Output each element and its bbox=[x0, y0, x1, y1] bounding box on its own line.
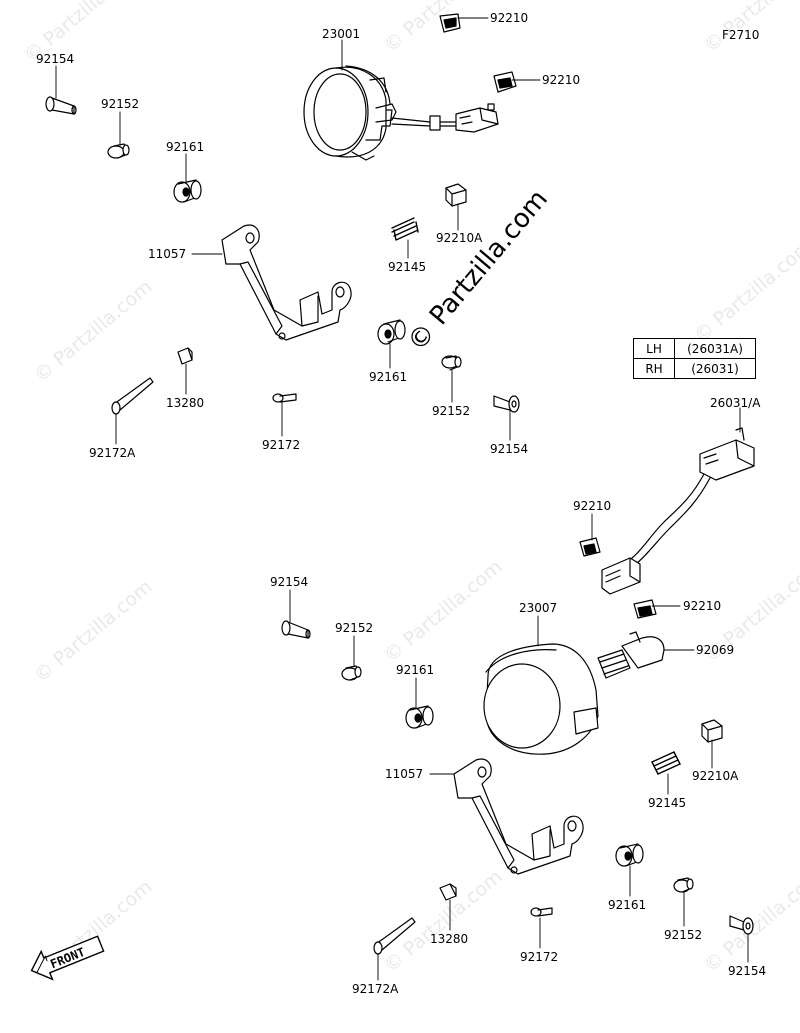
clip-92210-top[interactable] bbox=[439, 13, 461, 33]
legend-row: RH (26031) bbox=[633, 358, 756, 379]
callout-92172[interactable]: 92172 bbox=[262, 438, 301, 452]
callout-92172[interactable]: 92172 bbox=[520, 950, 559, 964]
block-13280-upper[interactable] bbox=[177, 347, 193, 365]
callout-13280[interactable]: 13280 bbox=[430, 932, 469, 946]
callout-92161[interactable]: 92161 bbox=[369, 370, 408, 384]
grommet-92161-middle[interactable] bbox=[377, 319, 406, 345]
bulb-92069[interactable] bbox=[597, 631, 665, 679]
collar-92152-lower-right[interactable] bbox=[673, 877, 694, 893]
callout-92210[interactable]: 92210 bbox=[542, 73, 581, 87]
callout-92161[interactable]: 92161 bbox=[396, 663, 435, 677]
block-13280-lower[interactable] bbox=[439, 883, 457, 901]
callout-92210A[interactable]: 92210A bbox=[692, 769, 739, 783]
callout-92152[interactable]: 92152 bbox=[664, 928, 703, 942]
callout-23001[interactable]: 23001 bbox=[322, 27, 361, 41]
bracket-11057-upper[interactable] bbox=[221, 224, 352, 341]
legend-side: LH bbox=[633, 338, 675, 359]
callout-92152[interactable]: 92152 bbox=[101, 97, 140, 111]
callout-92161[interactable]: 92161 bbox=[166, 140, 205, 154]
clip-92210-upper[interactable] bbox=[493, 71, 517, 93]
grommet-92161-lower-left[interactable] bbox=[405, 705, 434, 729]
callout-23007[interactable]: 23007 bbox=[519, 601, 558, 615]
nut-92210A-lower[interactable] bbox=[701, 719, 723, 743]
screw-92172-upper[interactable] bbox=[272, 393, 297, 403]
bolt-92154-middle[interactable] bbox=[493, 395, 520, 413]
side-legend-table: LH (26031A) RH (26031) bbox=[633, 338, 756, 379]
callout-26031A[interactable]: 26031/A bbox=[710, 396, 761, 410]
callout-92210[interactable]: 92210 bbox=[683, 599, 722, 613]
callout-92145[interactable]: 92145 bbox=[388, 260, 427, 274]
legend-side: RH bbox=[633, 358, 675, 379]
legend-part[interactable]: (26031) bbox=[674, 358, 756, 379]
screw-92172-lower[interactable] bbox=[530, 907, 553, 917]
clip-92210-lower[interactable] bbox=[633, 599, 657, 619]
legend-part[interactable]: (26031A) bbox=[674, 338, 756, 359]
clip-92210-middle[interactable] bbox=[579, 537, 601, 557]
callout-92154[interactable]: 92154 bbox=[490, 442, 529, 456]
leader-lines bbox=[55, 17, 749, 981]
grommet-92161-lower-right[interactable] bbox=[615, 843, 644, 867]
spring-92145-lower[interactable] bbox=[651, 751, 681, 775]
callout-92172A[interactable]: 92172A bbox=[352, 982, 399, 996]
front-arrow-icon: FRONT bbox=[30, 935, 105, 981]
callout-92172A[interactable]: 92172A bbox=[89, 446, 136, 460]
wiring-harness-26031[interactable] bbox=[601, 427, 755, 595]
figure-id: F2710 bbox=[722, 28, 760, 42]
fog-lamp-upper[interactable] bbox=[303, 65, 499, 161]
screw-92172A-upper[interactable] bbox=[111, 377, 154, 415]
collar-92152-middle[interactable] bbox=[441, 355, 462, 371]
callout-92210[interactable]: 92210 bbox=[573, 499, 612, 513]
legend-row: LH (26031A) bbox=[633, 338, 756, 359]
callout-92210[interactable]: 92210 bbox=[490, 11, 529, 25]
nut-92210A-upper[interactable] bbox=[445, 183, 467, 207]
spring-92145-upper[interactable] bbox=[391, 217, 419, 241]
callout-92154[interactable]: 92154 bbox=[270, 575, 309, 589]
callout-92154[interactable]: 92154 bbox=[36, 52, 75, 66]
bracket-11057-lower[interactable] bbox=[453, 758, 584, 875]
grommet-92161-top-left[interactable] bbox=[173, 179, 202, 203]
callout-13280[interactable]: 13280 bbox=[166, 396, 205, 410]
collar-92152-lower-left[interactable] bbox=[341, 665, 362, 681]
callout-92210A[interactable]: 92210A bbox=[436, 231, 483, 245]
callout-92154[interactable]: 92154 bbox=[728, 964, 767, 978]
callout-92152[interactable]: 92152 bbox=[335, 621, 374, 635]
callout-92145[interactable]: 92145 bbox=[648, 796, 687, 810]
bolt-92154-lower-right[interactable] bbox=[729, 915, 754, 935]
callout-11057[interactable]: 11057 bbox=[385, 767, 424, 781]
callout-92152[interactable]: 92152 bbox=[432, 404, 471, 418]
bolt-92154-lower-left[interactable] bbox=[281, 620, 311, 639]
collar-92152-top-left[interactable] bbox=[107, 143, 130, 159]
callout-92161[interactable]: 92161 bbox=[608, 898, 647, 912]
callout-92069[interactable]: 92069 bbox=[696, 643, 735, 657]
fog-lamp-lower[interactable] bbox=[483, 643, 599, 755]
callout-11057[interactable]: 11057 bbox=[148, 247, 187, 261]
screw-92172A-lower[interactable] bbox=[373, 917, 416, 955]
front-direction-arrow: FRONT bbox=[22, 924, 112, 988]
bolt-92154-top-left[interactable] bbox=[45, 96, 77, 115]
